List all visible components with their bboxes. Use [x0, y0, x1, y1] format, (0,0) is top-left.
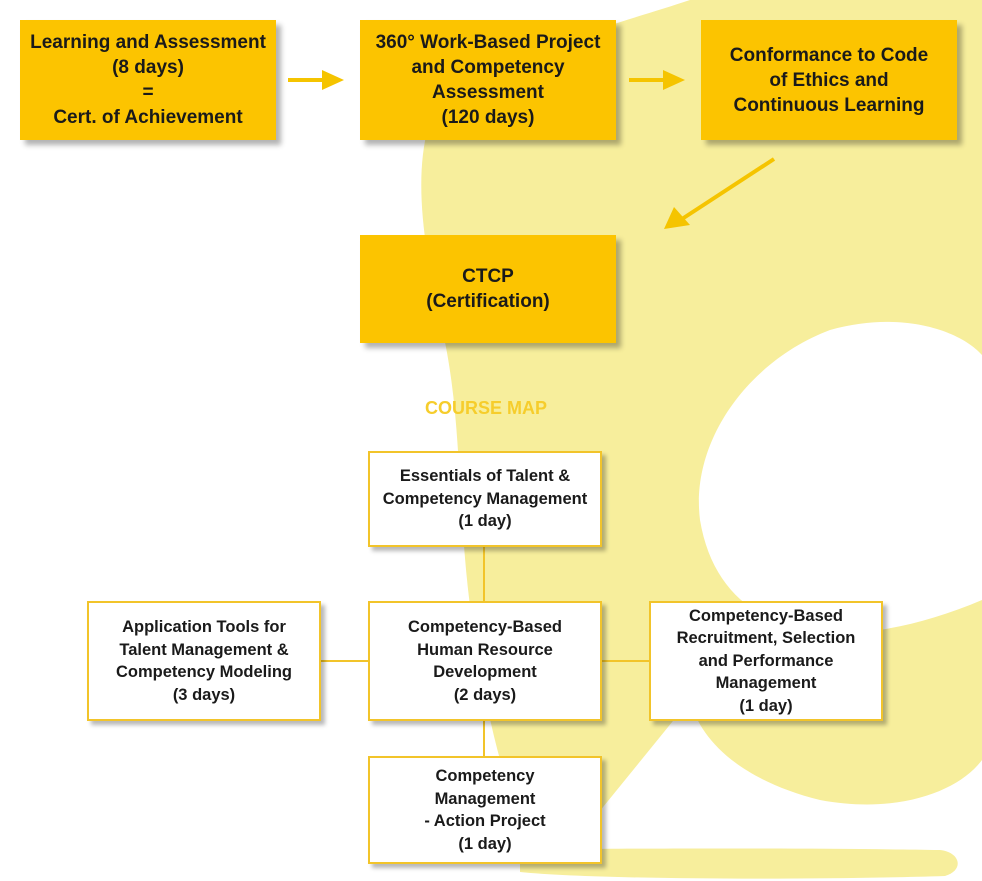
ethics-box-line: Continuous Learning: [733, 94, 925, 116]
hrd-line: (2 days): [453, 685, 517, 704]
learning-box-line: Cert. of Achievement: [53, 107, 243, 128]
essentials-line: Competency Management: [382, 489, 588, 508]
recruitment-line: and Performance: [698, 651, 834, 670]
project-box-line: Assessment: [432, 82, 544, 103]
action-project-course-box: Competency Management - Action Project (…: [368, 756, 602, 864]
arrow-down-left-icon: [664, 157, 776, 229]
ethics-box-line: Conformance to Code: [729, 44, 929, 66]
ctcp-box-line: (Certification): [426, 291, 550, 312]
essentials-course-box: Essentials of Talent & Competency Manage…: [368, 451, 602, 547]
action-project-line: - Action Project: [424, 812, 546, 830]
action-project-line: Management: [434, 789, 536, 808]
application-tools-line: (3 days): [172, 685, 236, 704]
learning-box-line: =: [142, 82, 154, 103]
application-tools-line: Competency Modeling: [115, 663, 292, 681]
code-of-ethics-box: Conformance to Code of Ethics and Contin…: [701, 20, 957, 140]
recruitment-line: Competency-Based: [688, 606, 844, 625]
application-tools-course-box: Application Tools for Talent Management …: [87, 601, 321, 721]
recruitment-line: (1 day): [739, 696, 793, 715]
recruitment-line: Recruitment, Selection: [676, 629, 856, 648]
ctcp-box-line: CTCP: [462, 266, 514, 287]
learning-box-line: (8 days): [112, 57, 184, 78]
ctcp-certification-box: CTCP (Certification): [360, 235, 616, 343]
recruitment-course-box: Competency-Based Recruitment, Selection …: [649, 601, 883, 721]
arrow-right-icon: [629, 70, 685, 90]
hrd-line: Development: [433, 663, 537, 681]
work-based-project-box: 360° Work-Based Project and Competency A…: [360, 20, 616, 140]
connector-line: [483, 720, 485, 757]
ethics-box-line: of Ethics and: [769, 69, 889, 91]
hrd-course-box: Competency-Based Human Resource Developm…: [368, 601, 602, 721]
hrd-line: Human Resource: [417, 640, 553, 659]
recruitment-line: Management: [715, 674, 817, 693]
application-tools-line: Talent Management &: [119, 640, 289, 659]
learning-box-line: Learning and Assessment: [30, 32, 266, 53]
project-box-line: and Competency: [411, 57, 565, 78]
essentials-line: Essentials of Talent &: [399, 467, 571, 486]
connector-line: [600, 660, 650, 662]
course-map-title: COURSE MAP: [424, 398, 547, 418]
project-box-line: 360° Work-Based Project: [375, 32, 601, 53]
project-box-line: (120 days): [441, 107, 535, 128]
arrow-right-icon: [288, 70, 344, 90]
action-project-line: Competency: [435, 767, 535, 785]
background-shape-lower: [520, 848, 958, 879]
application-tools-line: Application Tools for: [122, 618, 286, 636]
connector-line: [483, 546, 485, 602]
action-project-line: (1 day): [458, 834, 512, 853]
connector-line: [320, 660, 370, 662]
essentials-line: (1 day): [458, 512, 512, 531]
hrd-line: Competency-Based: [407, 618, 563, 636]
learning-assessment-box: Learning and Assessment (8 days) = Cert.…: [20, 20, 276, 140]
